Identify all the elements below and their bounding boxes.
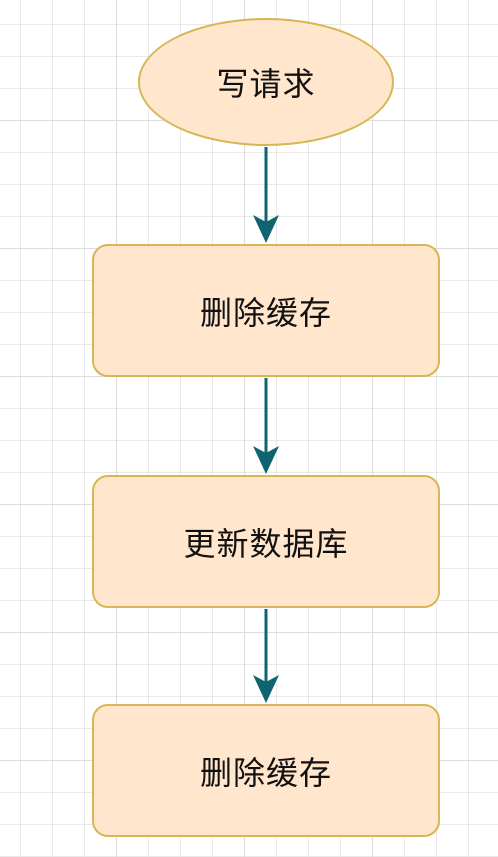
node-label: 删除缓存 — [199, 753, 332, 792]
start-node-write-request[interactable]: 写请求 — [138, 18, 394, 146]
process-node-delete-cache-1[interactable]: 删除缓存 — [92, 244, 440, 377]
node-label: 删除缓存 — [199, 293, 332, 332]
edge-step2-to-step3[interactable] — [253, 609, 279, 703]
edge-step1-to-step2[interactable] — [253, 378, 279, 474]
process-node-update-database[interactable]: 更新数据库 — [92, 475, 440, 608]
edge-arrowhead — [253, 215, 279, 243]
edge-arrowhead — [253, 446, 279, 474]
edge-start-to-step1[interactable] — [253, 147, 279, 243]
process-node-delete-cache-2[interactable]: 删除缓存 — [92, 704, 440, 837]
node-label: 更新数据库 — [183, 524, 349, 563]
edge-arrowhead — [253, 675, 279, 703]
node-label: 写请求 — [216, 65, 316, 103]
